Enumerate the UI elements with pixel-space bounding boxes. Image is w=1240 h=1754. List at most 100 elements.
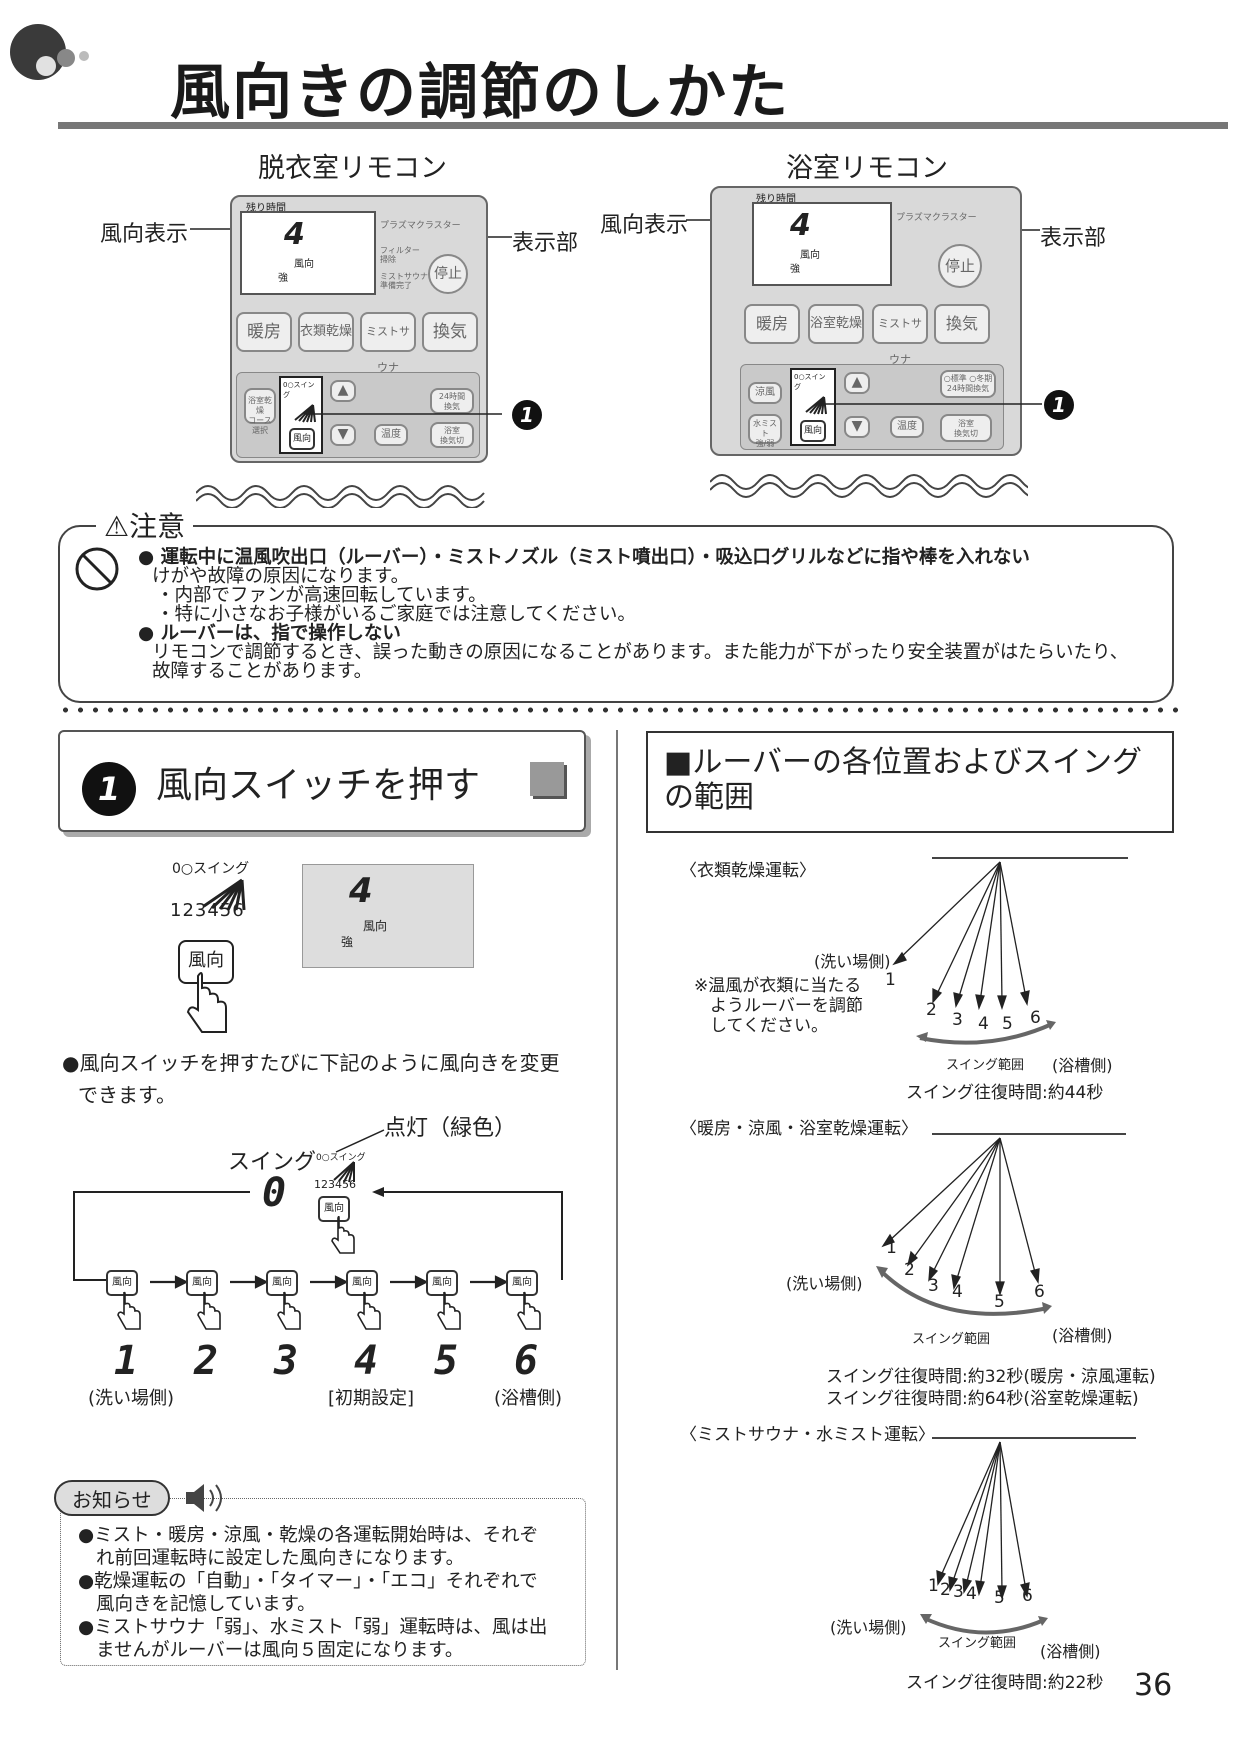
louver-section-3-tub-side: (浴槽側) xyxy=(1040,1642,1101,1661)
remote-right-display-part-callout: 表示部 xyxy=(1040,226,1107,251)
seq-label-wash-side: (洗い場側) xyxy=(88,1388,175,1409)
caution-item-1-line-3: ・特に小さなお子様がいるご家庭では注意してください。 xyxy=(156,604,636,625)
remote-left-step-marker: 1 xyxy=(512,400,542,430)
seq-button-2[interactable]: 風向 xyxy=(186,1270,218,1296)
remote-right-water-mist-button[interactable]: 水ミスト 強/弱 xyxy=(748,414,782,448)
seq-digit-4: 4 xyxy=(354,1338,379,1384)
caution-box xyxy=(58,525,1174,703)
swing-label: スイング xyxy=(228,1150,317,1175)
remote-right-stop-button[interactable]: 停止 xyxy=(938,244,982,288)
louver-heading-box xyxy=(646,731,1174,833)
louver-section-3-num-4: 4 xyxy=(966,1584,977,1604)
louver-section-3-wash-side: (洗い場側) xyxy=(830,1618,907,1637)
caution-body: ● 運転中に温風吹出口（ルーバー）・ミストノズル（ミスト噴出口）・吸込口グリルな… xyxy=(138,548,1148,681)
title-bubble-icon xyxy=(0,10,90,82)
seq-button-3[interactable]: 風向 xyxy=(266,1270,298,1296)
remote-right-label: 浴室リモコン xyxy=(786,153,948,184)
louver-section-2-range: スイング範囲 xyxy=(912,1332,991,1347)
remote-right-up-button[interactable]: ▲ xyxy=(844,372,870,394)
remote-right-swing-label: 0○スイング xyxy=(794,373,826,391)
remote-left-vent-button[interactable]: 換気 xyxy=(422,312,478,352)
notice-body: ●ミスト・暖房・涼風・乾燥の各運転開始時は、それぞ れ前回運転時に設定した風向き… xyxy=(78,1524,578,1662)
seq-top-button[interactable]: 風向 xyxy=(318,1196,350,1222)
seq-digit-3: 3 xyxy=(274,1338,299,1384)
step-press-hand-icon xyxy=(186,972,227,1033)
lit-green-label: 点灯（緑色） xyxy=(384,1116,517,1141)
step-wind-button[interactable]: 風向 xyxy=(178,940,234,984)
remote-left-step-leader xyxy=(304,413,502,415)
step-title: 風向スイッチを押す xyxy=(156,765,481,806)
warning-triangle-icon: ⚠ xyxy=(104,510,130,543)
remote-left-wave xyxy=(196,485,485,508)
remote-left-wind-highlight: 0○スイング 風向 xyxy=(279,376,323,454)
seq-step-arrows xyxy=(150,1275,509,1289)
louver-section-1-num-6: 6 xyxy=(1030,1008,1041,1028)
seq-scale: 123456 xyxy=(314,1178,356,1191)
remote-right-wind-highlight: 0○スイング 風向 xyxy=(790,368,836,446)
swing-digit: 0 xyxy=(262,1170,287,1216)
remote-left-cloth-dry-button[interactable]: 衣類乾燥 xyxy=(298,312,354,352)
remote-left-wind-display-callout: 風向表示 xyxy=(100,222,189,247)
louver-heading: ■ルーバーの各位置およびスイング の範囲 xyxy=(664,745,1143,815)
remote-left-mist-sauna-button[interactable]: ミストサウナ xyxy=(360,312,416,374)
remote-right-bath-dry-button[interactable]: 浴室乾燥 xyxy=(808,304,864,344)
remote-right-vent-button[interactable]: 換気 xyxy=(934,304,990,344)
seq-button-5[interactable]: 風向 xyxy=(426,1270,458,1296)
lit-leader-line xyxy=(335,1129,385,1153)
remote-right-cool-button[interactable]: 涼風 xyxy=(748,382,782,404)
louver-section-1-tub-side: (浴槽側) xyxy=(1052,1056,1113,1075)
step-lcd-strength: 強 xyxy=(341,935,354,949)
remote-right-step-leader xyxy=(820,403,1042,405)
remote-right-mist-sauna-button[interactable]: ミストサウナ xyxy=(872,304,928,366)
step-square-icon xyxy=(530,762,564,796)
louver-section-1-wash-side: (洗い場側) xyxy=(814,952,891,971)
remote-left-remaining-time: 残り時間 xyxy=(246,203,286,214)
caution-item-2-title: ● ルーバーは、指で操作しない xyxy=(138,623,401,644)
remote-left-wind-button[interactable]: 風向 xyxy=(289,428,315,450)
caution-item-1-line-2: ・内部でファンが高速回転しています。 xyxy=(156,585,487,606)
seq-label-tub-side: (浴槽側) xyxy=(494,1388,563,1409)
remote-left-lcd-strength: 強 xyxy=(278,273,288,284)
remote-left-filter: フィルター 掃除 xyxy=(380,246,420,264)
remote-right-down-button[interactable]: ▼ xyxy=(844,416,870,438)
louver-section-2-fan xyxy=(876,1133,1126,1316)
caution-item-2-line-2: 故障することがあります。 xyxy=(152,661,373,682)
remote-left-up-button[interactable]: ▲ xyxy=(330,380,356,402)
louver-section-1-num-2: 2 xyxy=(926,1000,937,1020)
louver-section-2-num-3: 3 xyxy=(928,1276,939,1296)
louver-section-3-num-5: 5 xyxy=(994,1588,1005,1608)
seq-digit-6: 6 xyxy=(514,1338,539,1384)
louver-section-1-note: ※温風が衣類に当たる ようルーバーを調節 してください。 xyxy=(694,976,863,1036)
seq-hand-icons xyxy=(117,1291,541,1330)
remote-right-heating-button[interactable]: 暖房 xyxy=(744,304,800,344)
louver-section-2-time-1: スイング往復時間:約32秒(暖房・涼風運転) xyxy=(826,1367,1156,1387)
remote-right-temp-button[interactable]: 温度 xyxy=(890,416,924,438)
remote-left-bath-vent-off-button[interactable]: 浴室 換気切 xyxy=(430,422,474,448)
seq-button-4[interactable]: 風向 xyxy=(346,1270,378,1296)
seq-top-hand-icon xyxy=(331,1216,355,1254)
remote-left-24h-button[interactable]: 24時間 換気 xyxy=(430,388,474,414)
seq-button-6[interactable]: 風向 xyxy=(506,1270,538,1296)
remote-right-wind-button[interactable]: 風向 xyxy=(800,420,826,442)
louver-section-3-num-1: 1 xyxy=(928,1576,939,1596)
remote-left-temp-button[interactable]: 温度 xyxy=(374,424,408,446)
seq-swing-label: 0○スイング xyxy=(316,1153,366,1163)
remote-right-bath-vent-off-button[interactable]: 浴室 換気切 xyxy=(940,414,992,442)
remote-right-lcd-digit: 4 xyxy=(790,208,811,243)
louver-section-3-time: スイング往復時間:約22秒 xyxy=(906,1673,1104,1693)
step-scale: 123456 xyxy=(170,900,245,921)
remote-left-heating-button[interactable]: 暖房 xyxy=(236,312,292,352)
step-swing-label: 0○スイング xyxy=(172,861,250,877)
seq-button-1[interactable]: 風向 xyxy=(106,1270,138,1296)
remote-left-stop-button[interactable]: 停止 xyxy=(428,254,468,294)
remote-right-24h-button[interactable]: ○標準 ○冬期 24時間換気 xyxy=(940,370,996,398)
louver-section-3-num-6: 6 xyxy=(1022,1586,1033,1606)
remote-left-bath-dry-button[interactable]: 浴室乾燥 コース選択 xyxy=(244,388,276,435)
caution-item-2-line-1: リモコンで調節するとき、誤った動きの原因になることがあります。また能力が下がった… xyxy=(152,642,1129,663)
louver-section-3-title: 〈ミストサウナ・水ミスト運転〉 xyxy=(680,1425,935,1445)
column-divider xyxy=(616,730,618,1670)
louver-section-2-num-6: 6 xyxy=(1034,1282,1045,1302)
remote-right-wind-display-callout: 風向表示 xyxy=(600,213,689,238)
remote-left-down-button[interactable]: ▼ xyxy=(330,424,356,446)
louver-section-2-title: 〈暖房・涼風・浴室乾燥運転〉 xyxy=(680,1119,918,1139)
